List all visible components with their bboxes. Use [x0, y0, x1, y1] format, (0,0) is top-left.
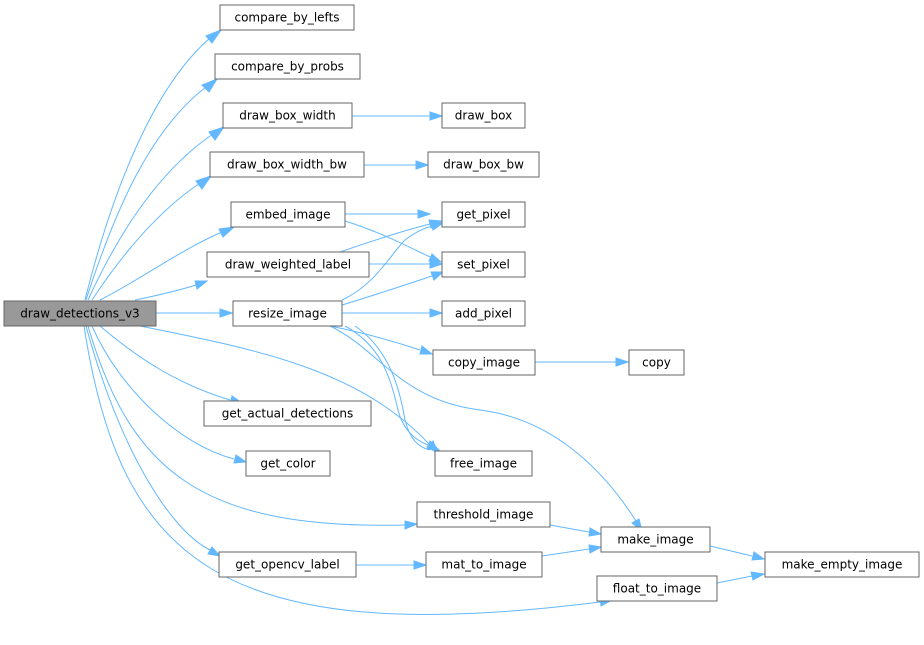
edge-draw_detections_v3-compare_by_probs [85, 77, 219, 301]
node-mat_to_image[interactable]: mat_to_image [425, 551, 543, 578]
node-free_image[interactable]: free_image [434, 450, 533, 477]
node-embed_image[interactable]: embed_image [230, 201, 346, 228]
edge-resize_image-get_pixel [341, 221, 445, 301]
node-label: set_pixel [457, 258, 510, 272]
edge-resize_image-copy_image [329, 325, 434, 355]
node-label: get_pixel [456, 208, 510, 222]
node-set_pixel[interactable]: set_pixel [441, 251, 526, 278]
edge-draw_weighted_label-set_pixel [369, 259, 444, 269]
edge-embed_image-set_pixel [344, 220, 443, 263]
node-label: mat_to_image [441, 558, 526, 572]
edge-draw_detections_v3-get_actual_detections [99, 325, 244, 405]
node-compare_by_lefts[interactable]: compare_by_lefts [219, 4, 355, 31]
edge-mat_to_image-make_image [541, 544, 603, 557]
edge-resize_image-free_image-2 [354, 325, 431, 451]
node-draw_box_width_bw[interactable]: draw_box_width_bw [209, 151, 365, 178]
edge-draw_detections_v3-draw_box_width_bw [91, 175, 213, 301]
node-label: get_color [260, 457, 315, 471]
node-add_pixel[interactable]: add_pixel [441, 300, 526, 327]
edge-float_to_image-make_empty_image [716, 571, 766, 584]
node-label: threshold_image [434, 508, 534, 522]
edge-make_image-make_empty_image [709, 545, 766, 561]
node-get_actual_detections[interactable]: get_actual_detections [203, 400, 372, 427]
node-draw_box[interactable]: draw_box [441, 102, 526, 129]
node-label: add_pixel [455, 307, 512, 321]
node-label: draw_weighted_label [225, 258, 351, 272]
node-resize_image[interactable]: resize_image [232, 300, 343, 327]
node-label: get_actual_detections [222, 407, 354, 421]
edge-copy_image-copy [535, 357, 630, 367]
edge-threshold_image-make_image [549, 524, 603, 537]
edge-resize_image-add_pixel [342, 308, 444, 318]
edge-draw_box_width_bw-draw_box_bw [364, 160, 430, 170]
node-label: make_image [617, 533, 693, 547]
node-label: float_to_image [613, 582, 701, 596]
edge-draw_detections_v3-get_opencv_label [85, 325, 222, 557]
node-label: embed_image [245, 208, 330, 222]
edge-resize_image-free_image [344, 325, 441, 451]
node-label: copy [642, 356, 671, 370]
edge-draw_detections_v3-embed_image [99, 226, 236, 301]
node-label: get_opencv_label [235, 558, 339, 572]
edge-draw_detections_v3-get_color [91, 325, 248, 464]
edge-draw_detections_v3-resize_image [156, 308, 234, 318]
edge-draw_detections_v3-draw_box_width [87, 126, 226, 301]
node-get_color[interactable]: get_color [245, 450, 331, 477]
edge-resize_image-set_pixel [341, 271, 445, 306]
node-get_opencv_label[interactable]: get_opencv_label [218, 551, 357, 578]
edge-embed_image-get_pixel [345, 209, 432, 219]
node-draw_detections_v3[interactable]: draw_detections_v3 [3, 300, 157, 327]
node-label: resize_image [248, 307, 327, 321]
node-compare_by_probs[interactable]: compare_by_probs [214, 53, 361, 80]
edge-draw_detections_v3-free_image [139, 325, 440, 455]
node-label: draw_detections_v3 [20, 307, 139, 321]
node-draw_weighted_label[interactable]: draw_weighted_label [206, 251, 370, 278]
node-make_empty_image[interactable]: make_empty_image [764, 551, 920, 578]
node-copy[interactable]: copy [628, 349, 685, 376]
node-label: compare_by_lefts [234, 11, 339, 25]
node-label: draw_box [455, 109, 512, 123]
node-threshold_image[interactable]: threshold_image [416, 501, 551, 528]
edge-draw_detections_v3-threshold_image [87, 325, 419, 530]
edge-draw_detections_v3-draw_weighted_label [134, 280, 209, 301]
edge-draw_detections_v3-compare_by_lefts [84, 28, 223, 301]
node-label: compare_by_probs [231, 60, 344, 74]
node-label: draw_box_width [239, 109, 336, 123]
node-draw_box_bw[interactable]: draw_box_bw [427, 151, 540, 178]
node-get_pixel[interactable]: get_pixel [441, 201, 526, 228]
node-label: draw_box_bw [443, 158, 524, 172]
node-float_to_image[interactable]: float_to_image [596, 575, 718, 602]
node-label: draw_box_width_bw [227, 158, 347, 172]
node-draw_box_width[interactable]: draw_box_width [222, 102, 353, 129]
node-label: copy_image [448, 356, 520, 370]
edge-draw_box_width-draw_box [352, 111, 444, 121]
node-label: free_image [450, 457, 517, 471]
node-make_image[interactable]: make_image [600, 526, 711, 553]
node-label: make_empty_image [782, 558, 903, 572]
node-copy_image[interactable]: copy_image [432, 349, 536, 376]
edge-get_opencv_label-mat_to_image [356, 560, 428, 570]
